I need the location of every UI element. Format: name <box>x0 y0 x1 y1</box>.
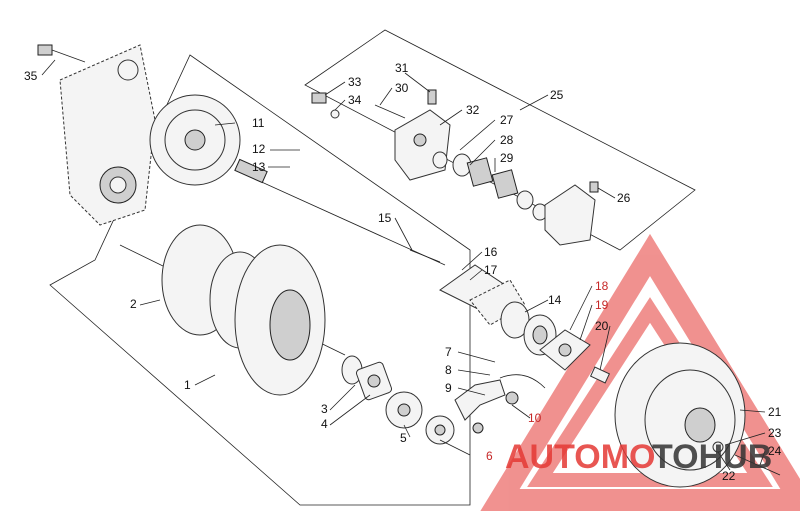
spacer-20 <box>589 366 611 384</box>
bearing-housing <box>341 355 393 401</box>
main-assembly-frame <box>49 54 471 506</box>
bearing-plate <box>439 264 526 326</box>
callout-35: 35 <box>24 69 38 83</box>
callout-29: 29 <box>500 151 514 165</box>
drive-axle-assembly <box>119 224 346 396</box>
callout-19: 19 <box>595 298 609 312</box>
drive-shaft <box>234 158 446 266</box>
callout-2: 2 <box>130 297 137 311</box>
callout-24: 24 <box>768 444 782 458</box>
speed-sensor-bracket <box>454 374 546 434</box>
callout-10: 10 <box>528 411 542 425</box>
sprocket-small <box>385 391 423 429</box>
callout-11: 11 <box>252 116 265 130</box>
callout-8: 8 <box>445 363 452 377</box>
callout-17: 17 <box>484 263 498 277</box>
callout-23: 23 <box>768 426 782 440</box>
bleed-screw <box>427 89 599 193</box>
callout-18: 18 <box>595 279 609 293</box>
chaincase-housing <box>59 44 156 226</box>
callout-26: 26 <box>617 191 631 205</box>
driven-pulley <box>614 342 746 488</box>
callout-30: 30 <box>395 81 409 95</box>
callout-13: 13 <box>252 160 266 174</box>
svg-text:AUTOMO: AUTOMO <box>505 438 655 476</box>
callout-15: 15 <box>378 211 392 225</box>
callout-32: 32 <box>466 103 480 117</box>
sprocket-gear <box>425 415 455 445</box>
bolt-35 <box>37 44 86 63</box>
brake-disc <box>149 94 241 186</box>
callout-5: 5 <box>400 431 407 445</box>
brake-pads <box>466 157 519 199</box>
callout-21: 21 <box>768 405 782 419</box>
callout-25: 25 <box>550 88 564 102</box>
caliper-seals <box>516 190 548 221</box>
callout-27: 27 <box>500 113 514 127</box>
flange-plate <box>539 329 591 371</box>
callout-4: 4 <box>321 417 328 431</box>
caliper-piston <box>432 151 472 177</box>
upper-assembly-frame <box>304 29 696 251</box>
callout-6: 6 <box>486 449 493 463</box>
callout-7: 7 <box>445 345 452 359</box>
callout-12: 12 <box>252 142 266 156</box>
brake-caliper <box>394 109 451 181</box>
pulley-bolt <box>712 441 781 476</box>
callout-22: 22 <box>722 469 736 483</box>
callout-16: 16 <box>484 245 498 259</box>
leader-lines <box>41 59 766 471</box>
callout-34: 34 <box>348 93 362 107</box>
callout-33: 33 <box>348 75 362 89</box>
callout-14: 14 <box>548 293 562 307</box>
callout-3: 3 <box>321 402 328 416</box>
callout-31: 31 <box>395 61 409 75</box>
svg-text:TOHUB: TOHUB <box>652 438 772 476</box>
callout-20: 20 <box>595 319 609 333</box>
key-15 <box>409 249 441 263</box>
callout-1: 1 <box>184 378 191 392</box>
callout-9: 9 <box>445 381 452 395</box>
callout-28: 28 <box>500 133 514 147</box>
watermark-text: AUTOMO TOHUB <box>505 438 772 476</box>
caliper-body-26 <box>544 184 596 246</box>
